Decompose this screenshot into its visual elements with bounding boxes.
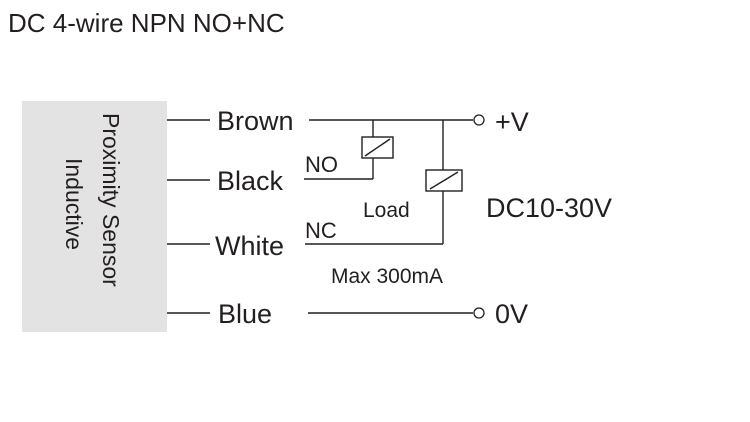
nc-contact-label: NC: [305, 218, 337, 243]
load-label: Load: [363, 199, 410, 222]
negative-terminal: [473, 307, 485, 319]
no-contact-label: NO: [305, 152, 338, 177]
max-current-label: Max 300mA: [331, 265, 443, 288]
wire-label-brown: Brown: [217, 106, 294, 136]
wire-label-white: White: [215, 231, 284, 261]
load1-relay-slash: [364, 138, 391, 157]
load2-relay-slash: [429, 171, 459, 190]
sensor-label-line2: Inductive: [61, 158, 87, 250]
wire-label-black: Black: [217, 166, 284, 196]
negative-label: 0V: [495, 299, 528, 329]
diagram-title: DC 4-wire NPN NO+NC: [8, 8, 285, 38]
positive-terminal: [473, 114, 485, 126]
positive-label: +V: [495, 107, 529, 137]
supply-voltage-label: DC10-30V: [486, 193, 612, 223]
wire-label-blue: Blue: [218, 299, 272, 329]
sensor-label-line1: Proximity Sensor: [98, 113, 124, 287]
sensor-body: [22, 101, 167, 332]
